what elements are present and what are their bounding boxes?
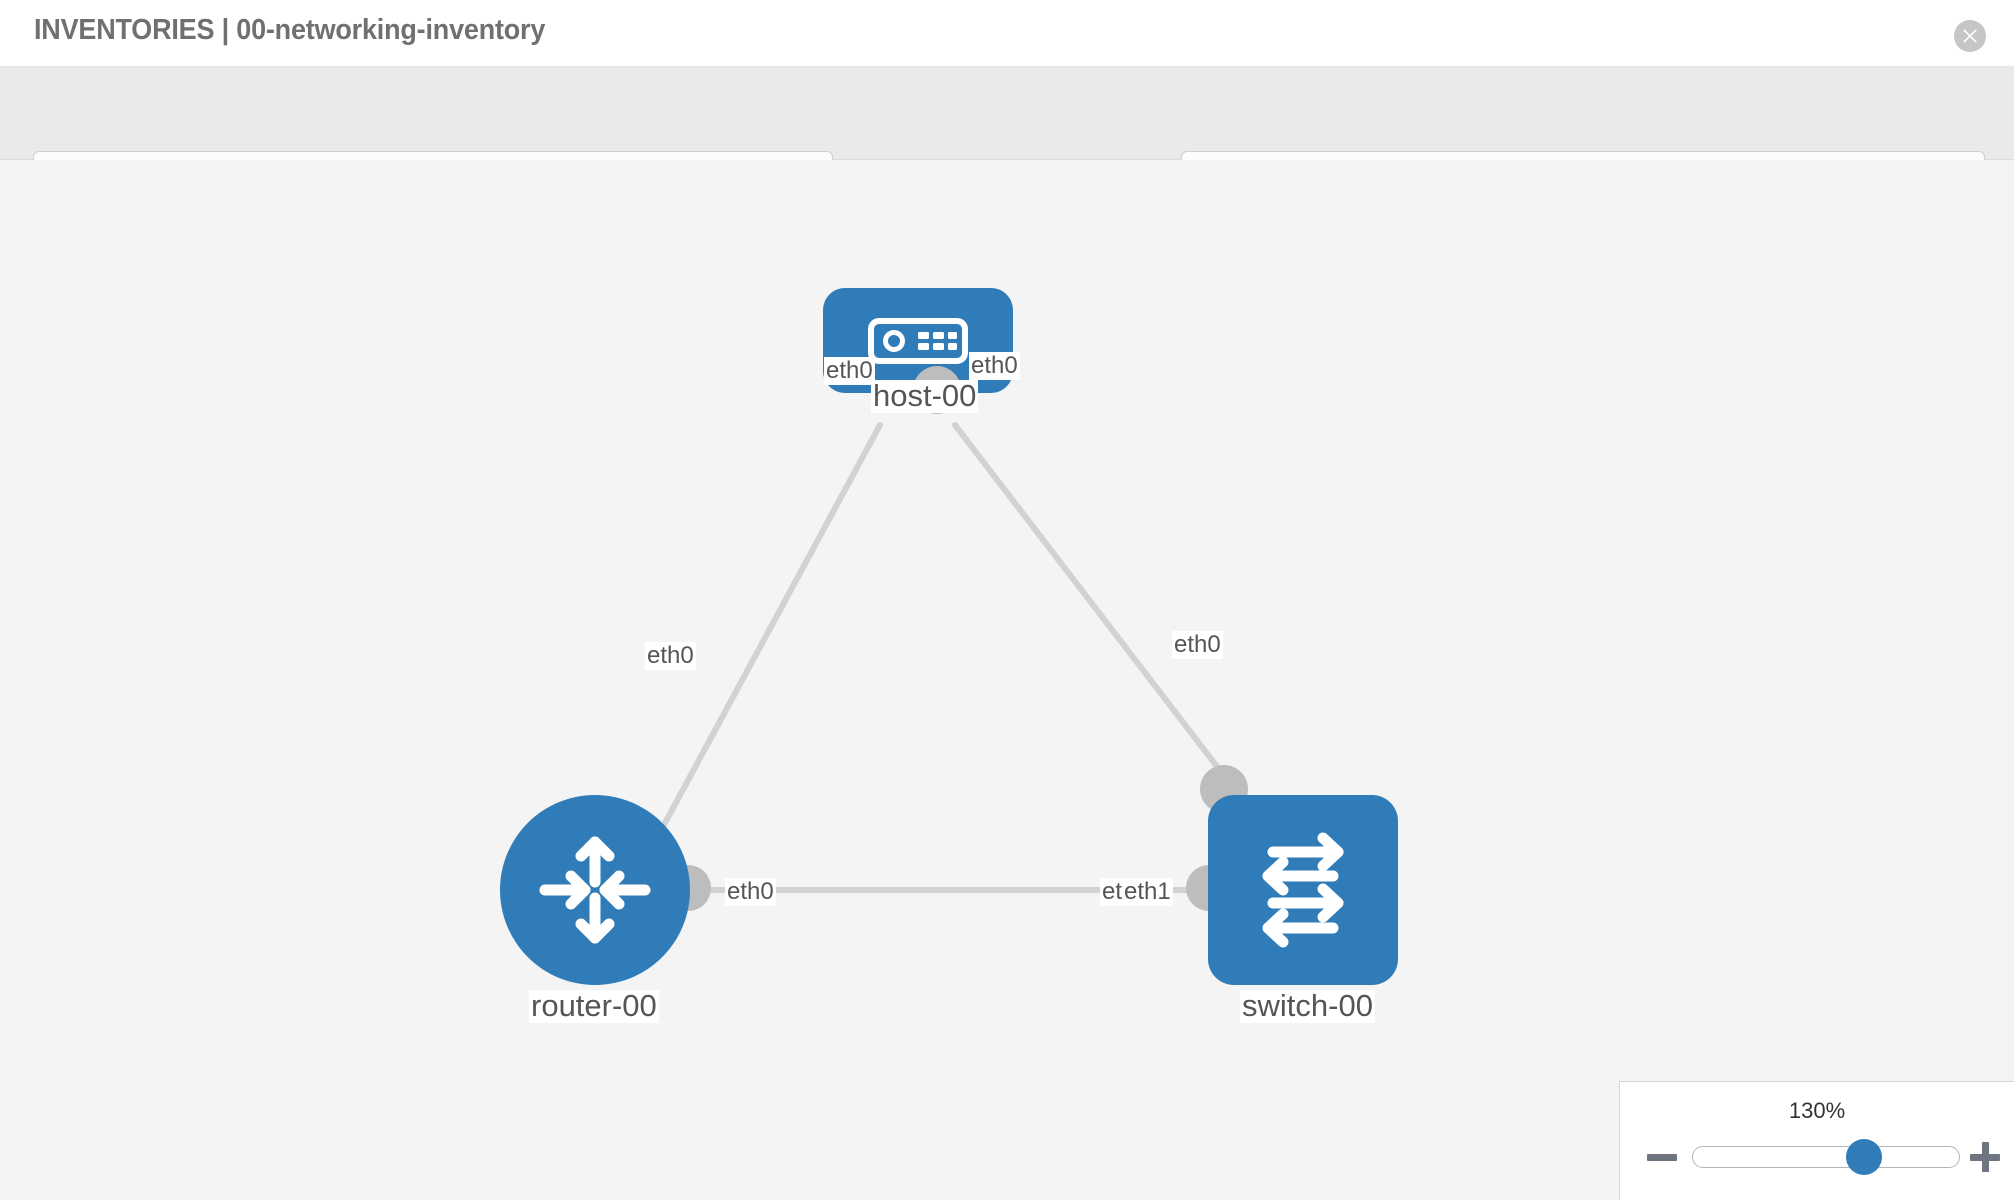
server-device-icon — [868, 317, 968, 364]
zoom-slider-thumb[interactable] — [1846, 1139, 1882, 1175]
link-host-switch — [952, 422, 1238, 793]
switch-arrows-icon — [1262, 832, 1344, 948]
edge-label-host-left: eth0 — [824, 357, 875, 385]
plus-icon[interactable] — [1967, 1134, 2003, 1180]
edge-label-router-up: eth0 — [645, 642, 696, 670]
node-router-00[interactable]: router-00 — [500, 795, 711, 1023]
edge-label-switch-up: eth0 — [1172, 631, 1223, 659]
zoom-widget: 130% — [1619, 1081, 2014, 1200]
node-switch-00[interactable]: switch-00 — [1186, 765, 1398, 1023]
zoom-controls — [1620, 1134, 2014, 1180]
close-icon[interactable] — [1954, 20, 1986, 52]
node-switch-00-shape[interactable] — [1208, 795, 1398, 985]
node-router-00-label: router-00 — [529, 988, 659, 1023]
edge-label-switch-left-eth1: eth1 — [1122, 878, 1173, 906]
topology-canvas[interactable]: host-00 — [0, 160, 2014, 1200]
zoom-percent-label: 130% — [1788, 1098, 1846, 1123]
node-switch-00-label: switch-00 — [1240, 988, 1375, 1023]
router-arrows-icon — [539, 836, 651, 944]
toolbar: ACTIONS SEARCH — [0, 67, 2014, 206]
node-router-00-shape[interactable] — [500, 795, 690, 985]
minus-icon[interactable] — [1644, 1134, 1680, 1180]
edge-label-host-right: eth0 — [969, 352, 1020, 380]
link-host-router — [642, 422, 883, 863]
page-title: INVENTORIES | 00-networking-inventory — [34, 14, 546, 46]
page-header: INVENTORIES | 00-networking-inventory — [0, 0, 2014, 67]
zoom-slider[interactable] — [1692, 1139, 1960, 1175]
edge-label-router-right: eth0 — [725, 878, 776, 906]
node-host-00-label: host-00 — [871, 378, 979, 413]
